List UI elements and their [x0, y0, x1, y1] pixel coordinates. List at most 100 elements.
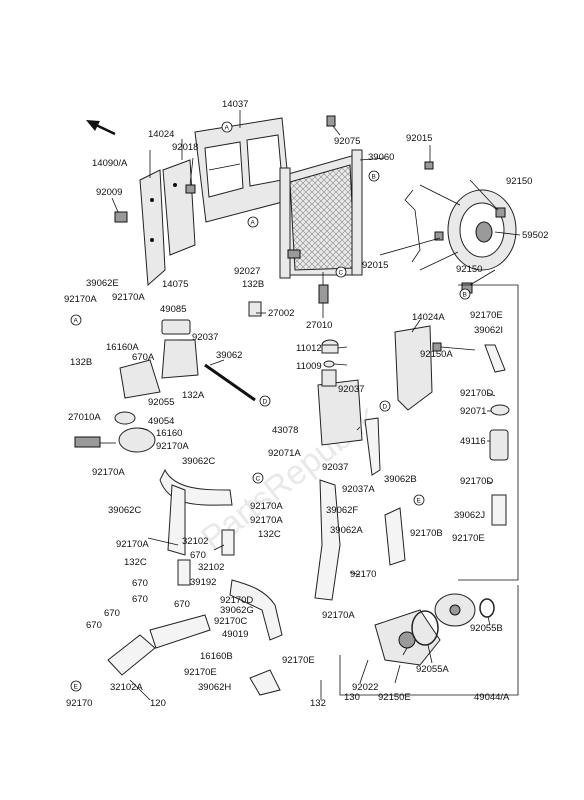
- callout-e-2: E: [70, 680, 82, 692]
- label-92018: 92018: [172, 142, 198, 153]
- front-direction-arrow-icon: [86, 120, 116, 136]
- o-ring-92055A: [411, 610, 439, 646]
- label-92170D-a: 92170D: [460, 476, 493, 487]
- label-132C-a: 132C: [124, 557, 147, 568]
- label-670d: 670: [174, 599, 190, 610]
- bolt-92150: [495, 207, 506, 218]
- label-92055: 92055: [148, 397, 174, 408]
- svg-text:A: A: [74, 318, 79, 325]
- label-92071A: 92071A: [268, 448, 301, 459]
- label-16160: 16160: [156, 428, 182, 439]
- label-49044A: 49044/A: [474, 692, 510, 703]
- callout-b-2: B: [459, 288, 471, 300]
- label-92037A: 92037A: [342, 484, 375, 495]
- hose-39062G: [229, 579, 283, 641]
- hose-39062C: [159, 468, 233, 556]
- bolt-92018: [185, 184, 196, 194]
- label-120: 120: [150, 698, 166, 709]
- label-16160B: 16160B: [200, 651, 233, 662]
- label-39062B: 39062B: [384, 474, 417, 485]
- label-49019: 49019: [222, 629, 248, 640]
- label-92150A: 92150A: [420, 349, 453, 360]
- svg-text:D: D: [383, 404, 388, 411]
- hose-39062F: [314, 479, 341, 601]
- label-92170A-d: 92170A: [92, 467, 125, 478]
- label-92015a: 92015: [406, 133, 432, 144]
- label-670A: 670A: [132, 352, 155, 363]
- label-39060: 39060: [368, 152, 394, 163]
- label-92075: 92075: [334, 136, 360, 147]
- label-11009: 11009: [296, 361, 322, 372]
- label-39192: 39192: [190, 577, 216, 588]
- label-92170: 92170: [350, 569, 376, 580]
- callout-c-2: C: [252, 472, 264, 484]
- label-92170E-a: 92170E: [452, 533, 485, 544]
- label-32102b: 32102: [198, 562, 224, 573]
- svg-text:A: A: [225, 125, 230, 132]
- callout-b-1: B: [368, 170, 380, 182]
- label-14024: 14024: [148, 129, 174, 140]
- label-39062I: 39062I: [474, 325, 503, 336]
- thermostat-49054: [114, 411, 156, 453]
- thermostat-housing: [119, 339, 199, 399]
- label-14037: 14037: [222, 99, 248, 110]
- label-132C: 132C: [258, 529, 281, 540]
- callout-a-1: A: [221, 121, 233, 133]
- leader-lines: [100, 110, 521, 701]
- label-39062A: 39062A: [330, 525, 363, 536]
- bolt-92015-lower: [434, 231, 444, 241]
- label-27010A: 27010A: [68, 412, 101, 423]
- label-39062: 39062: [216, 350, 242, 361]
- label-92170A-b: 92170A: [112, 292, 145, 303]
- label-14075: 14075: [162, 279, 188, 290]
- label-92170A-h: 92170A: [322, 610, 355, 621]
- label-27002: 27002: [268, 308, 294, 319]
- pipe-32102: [177, 529, 235, 586]
- label-670e: 670: [104, 608, 120, 619]
- water-pump: [374, 609, 441, 666]
- label-43078: 43078: [272, 425, 298, 436]
- bolt-92009: [114, 211, 128, 223]
- svg-text:C: C: [256, 476, 261, 483]
- label-92170-a: 92170: [66, 698, 92, 709]
- label-132: 132: [310, 698, 326, 709]
- label-92170D: 92170D: [460, 388, 493, 399]
- reserve-tank-cover: [394, 325, 433, 411]
- hose-39062J: [491, 494, 507, 526]
- label-92071: 92071: [460, 406, 486, 417]
- label-92170B: 92170B: [410, 528, 443, 539]
- label-14024A: 14024A: [412, 312, 445, 323]
- label-39062C-a: 39062C: [108, 505, 141, 516]
- radiator-guard: [194, 117, 291, 223]
- label-11012: 11012: [296, 343, 322, 354]
- label-32102A: 32102A: [110, 682, 143, 693]
- callout-e-1: E: [413, 494, 425, 506]
- part-labels: 14037 14024 92018 14090/A 92009 92075 92…: [64, 99, 548, 709]
- label-92150a: 92150: [506, 176, 532, 187]
- cap-92071: [490, 404, 510, 416]
- label-92170A-a: 92170A: [64, 294, 97, 305]
- label-670f: 670: [86, 620, 102, 631]
- callout-a-3: A: [247, 216, 259, 228]
- callout-a-2: A: [70, 314, 82, 326]
- thermostat-cap: [161, 319, 191, 335]
- label-39062J: 39062J: [454, 510, 485, 521]
- label-132B-a: 132B: [70, 357, 92, 368]
- svg-text:B: B: [463, 292, 467, 299]
- label-132A: 132A: [182, 390, 205, 401]
- radiator-core: [279, 149, 363, 279]
- label-92022: 92022: [352, 682, 378, 693]
- svg-text:A: A: [251, 220, 256, 227]
- label-92055A: 92055A: [416, 664, 449, 675]
- label-132B: 132B: [242, 279, 264, 290]
- callout-c-1: C: [335, 266, 347, 278]
- bolt-92015: [424, 161, 434, 170]
- label-27010: 27010: [306, 320, 332, 331]
- label-92170E-c: 92170E: [184, 667, 217, 678]
- reserve-tank: [317, 369, 363, 446]
- label-39062G: 39062G: [220, 605, 254, 616]
- label-92037b: 92037: [338, 384, 364, 395]
- gasket-11009: [323, 360, 335, 368]
- label-92170E-b: 92170E: [282, 655, 315, 666]
